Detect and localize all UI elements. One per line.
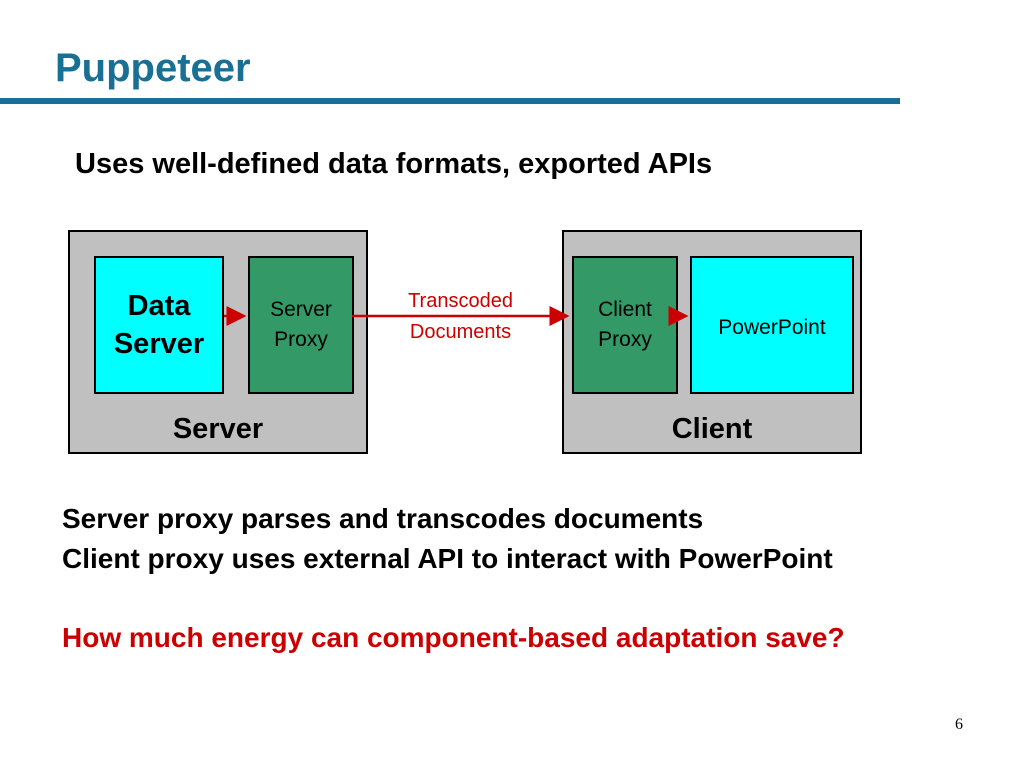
server-proxy-label: Server Proxy (270, 298, 332, 351)
transcoded-documents-label: Transcoded Documents (408, 290, 513, 343)
powerpoint-box: PowerPoint (690, 256, 854, 394)
server-group: Data Server Server Proxy Server (68, 230, 368, 454)
page-number: 6 (955, 716, 963, 733)
client-group: Client Proxy PowerPoint Client (562, 230, 862, 454)
title-rule (0, 98, 900, 104)
slide-subtitle: Uses well-defined data formats, exported… (75, 148, 713, 180)
powerpoint-label: PowerPoint (718, 316, 826, 339)
client-group-label: Client (671, 413, 753, 445)
data-server-box: Data Server (94, 256, 224, 394)
slide-title: Puppeteer (55, 46, 251, 90)
question-text: How much energy can component-based adap… (62, 622, 845, 653)
data-server-label: Data Server (113, 290, 205, 360)
client-proxy-label: Client Proxy (598, 298, 652, 351)
bullet-client-proxy: Client proxy uses external API to intera… (62, 543, 833, 574)
server-proxy-box: Server Proxy (248, 256, 354, 394)
bullet-server-proxy: Server proxy parses and transcodes docum… (62, 503, 704, 534)
client-proxy-box: Client Proxy (572, 256, 678, 394)
server-group-label: Server (172, 413, 264, 445)
